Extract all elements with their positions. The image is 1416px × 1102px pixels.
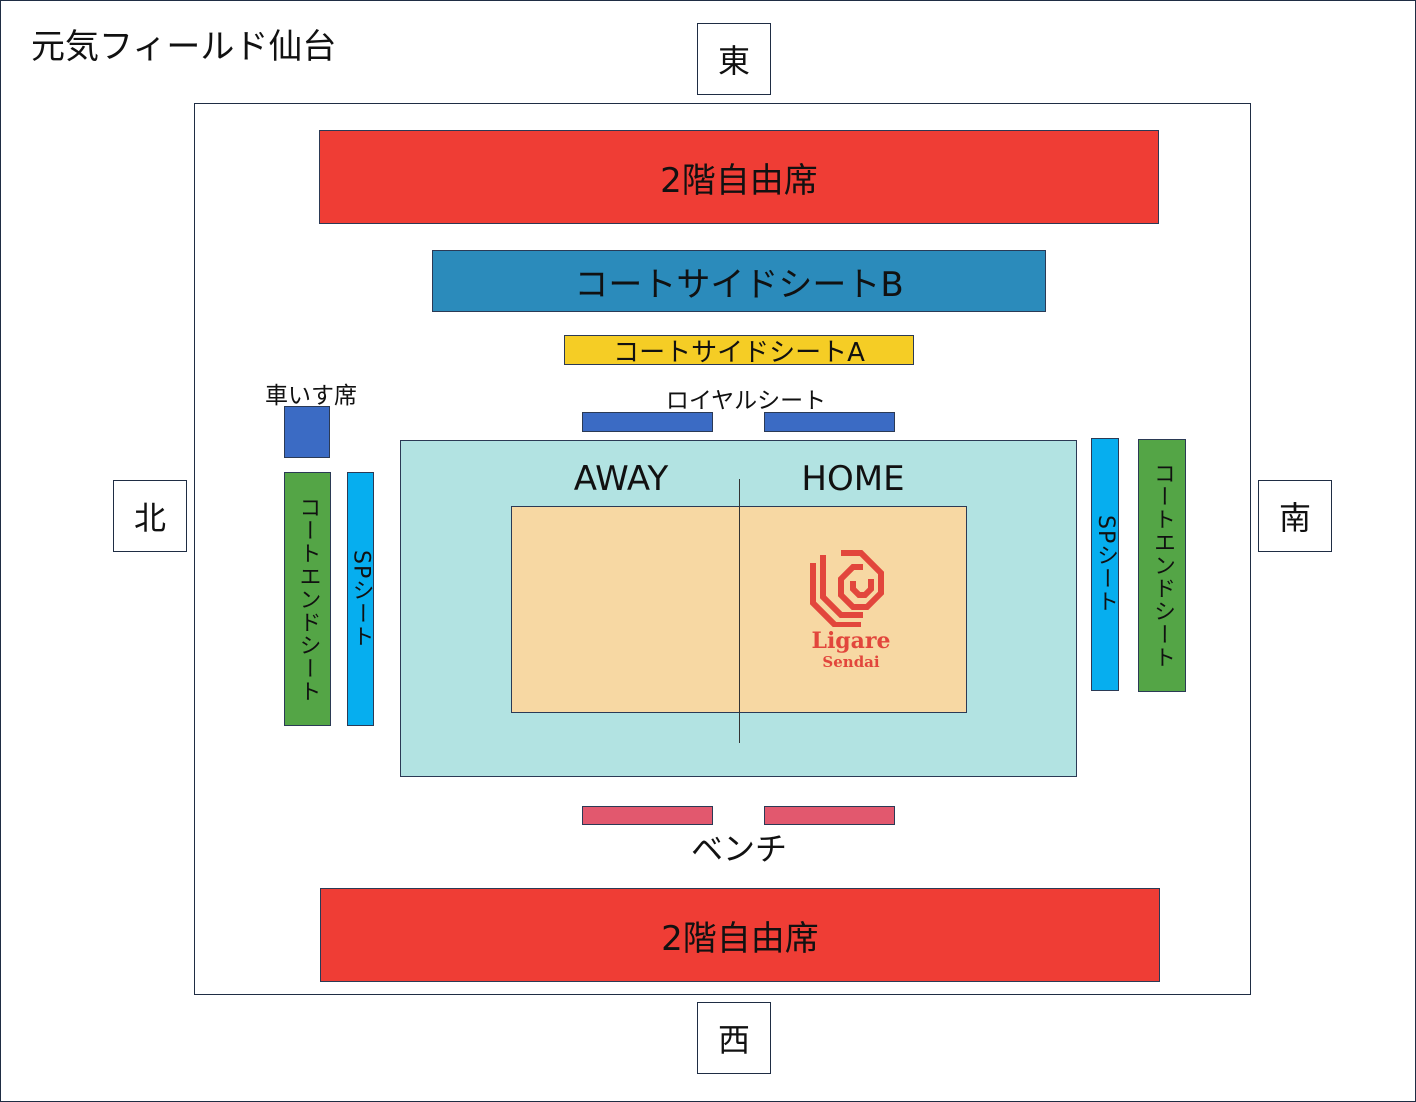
logo-text-sendai: Sendai [822, 653, 880, 671]
seat-royal-label: ロイヤルシート [665, 388, 827, 414]
compass-west: 西 [697, 1002, 771, 1074]
seat-upper-free-bottom[interactable]: 2階自由席 [320, 888, 1160, 982]
seat-wheelchair-label: 車いす席 [265, 383, 357, 409]
seat-courtside-b[interactable]: コートサイドシートB [432, 250, 1046, 312]
ligare-logo-mark-icon [810, 550, 884, 628]
seat-sp-south[interactable]: SPシート [1091, 438, 1119, 691]
ligare-sendai-logo: Ligare Sendai [801, 545, 901, 677]
seat-royal-right[interactable] [764, 412, 895, 432]
seat-bench-left[interactable] [582, 806, 713, 825]
seat-wheelchair[interactable] [284, 406, 330, 458]
venue-title: 元気フィールド仙台 [31, 27, 337, 67]
arena-outline [194, 103, 1251, 995]
seat-upper-free-top[interactable]: 2階自由席 [319, 130, 1159, 224]
seat-sp-north-label: SPシート [348, 549, 374, 649]
court-away-label: AWAY [573, 459, 669, 499]
seat-court-end-south[interactable]: コートエンドシート [1138, 439, 1186, 692]
compass-north: 北 [113, 480, 187, 552]
seat-royal-left[interactable] [582, 412, 713, 432]
seat-bench-right[interactable] [764, 806, 895, 825]
seat-upper-free-top-label: 2階自由席 [660, 160, 818, 201]
seat-courtside-b-label: コートサイドシートB [574, 264, 904, 305]
compass-east: 東 [697, 23, 771, 95]
logo-text-ligare: Ligare [811, 628, 891, 654]
seat-court-end-north[interactable]: コートエンドシート [284, 472, 331, 726]
court-net-line [739, 479, 740, 743]
seat-upper-free-bottom-label: 2階自由席 [661, 918, 819, 959]
seat-courtside-a-label: コートサイドシートA [613, 337, 865, 365]
seat-sp-south-label: SPシート [1093, 515, 1118, 614]
compass-south: 南 [1258, 480, 1332, 552]
seat-court-end-north-label: コートエンドシート [295, 495, 321, 703]
court-home-label: HOME [801, 459, 905, 499]
seat-court-end-south-label: コートエンドシート [1150, 462, 1175, 669]
seat-bench-label: ベンチ [690, 830, 787, 868]
seat-courtside-a[interactable]: コートサイドシートA [564, 335, 914, 365]
seat-sp-north[interactable]: SPシート [347, 472, 374, 726]
